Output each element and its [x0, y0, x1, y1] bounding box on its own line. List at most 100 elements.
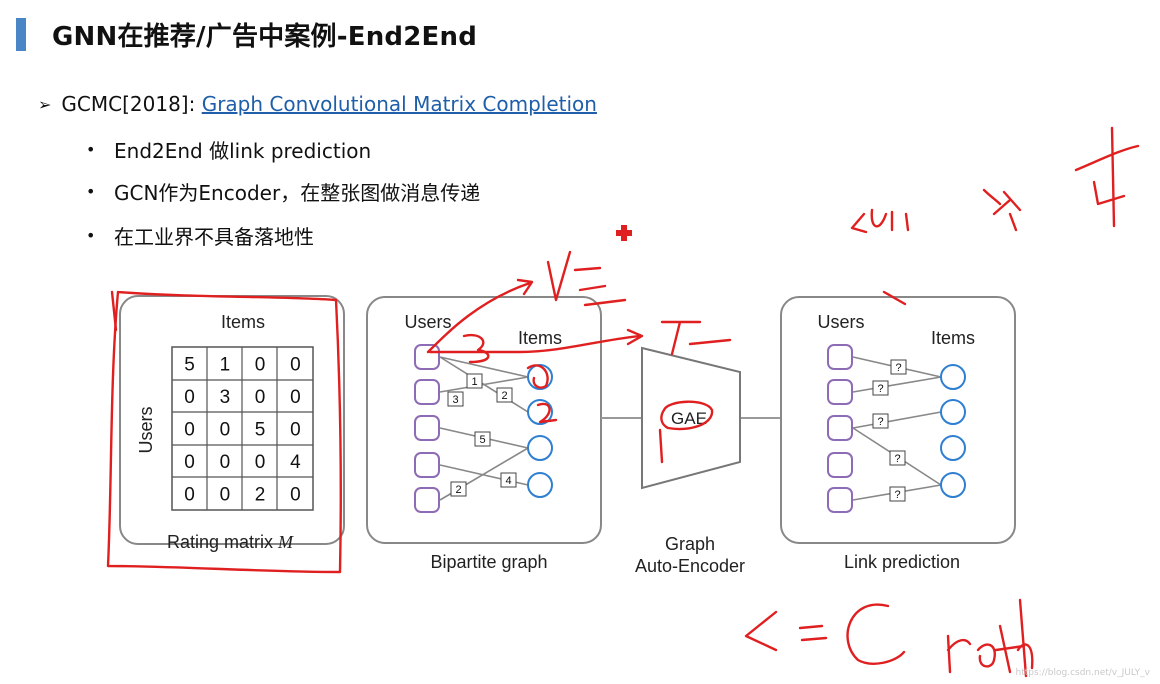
- sub-bullet-text: End2End 做link prediction: [114, 139, 372, 163]
- slide-title: GNN在推荐/广告中案例-End2End: [52, 22, 478, 52]
- link-user-nodes: [827, 344, 853, 513]
- link-users-label: Users: [817, 312, 864, 332]
- link-caption: Link prediction: [844, 552, 960, 572]
- pen-graph-scribble: [946, 598, 1034, 678]
- encoder-trapezoid: [641, 346, 741, 490]
- pen-letter-g: [846, 603, 906, 665]
- bipartite-graph-panel: Users Items 1 3 2 5 4 2: [366, 296, 602, 572]
- matrix-caption: Rating matrix M: [167, 532, 294, 552]
- pen-less-than: [744, 610, 778, 652]
- edge-label: ?: [895, 362, 901, 374]
- main-bullet: ➢ GCMC[2018]: Graph Convolutional Matrix…: [38, 92, 597, 116]
- matrix-cell: 0: [290, 420, 301, 441]
- bullet-dot-icon: •: [86, 140, 96, 159]
- user-node: [414, 379, 440, 405]
- sub-bullet-text: 在工业界不具备落地性: [114, 225, 314, 249]
- title-accent-bar: [16, 18, 26, 51]
- matrix-cell: 0: [184, 485, 195, 506]
- matrix-cell: 0: [220, 452, 231, 473]
- pen-digit-2: [536, 402, 558, 424]
- user-node: [827, 415, 853, 441]
- user-node: [827, 344, 853, 370]
- matrix-items-label: Items: [221, 312, 265, 332]
- link-prediction-panel: Users Items ? ? ? ? ?: [780, 296, 1016, 572]
- encoder-caption-line2: Auto-Encoder: [635, 556, 745, 576]
- user-node: [414, 344, 440, 370]
- arrow-bullet-icon: ➢: [38, 94, 52, 114]
- bipartite-users-label: Users: [404, 312, 451, 332]
- bullet-dot-icon: •: [86, 226, 96, 245]
- pen-cross-scribble: [1074, 126, 1140, 228]
- bipartite-caption: Bipartite graph: [430, 552, 547, 572]
- sub-bullet: • GCN作为Encoder，在整张图做消息传递: [86, 177, 480, 206]
- main-bullet-prefix: GCMC[2018]:: [61, 92, 202, 116]
- sub-bullet: • 在工业界不具备落地性: [86, 221, 314, 250]
- pen-zz-scribble: [660, 320, 732, 356]
- matrix-cell: 0: [184, 387, 195, 408]
- user-node: [414, 452, 440, 478]
- edge-label: ?: [894, 489, 900, 501]
- rating-matrix-grid: [171, 346, 314, 511]
- pen-arrow-right: [428, 328, 644, 354]
- graph-auto-encoder: GAE Graph Auto-Encoder: [635, 346, 745, 576]
- matrix-cell: 2: [255, 485, 266, 506]
- bipartite-item-nodes: [527, 364, 553, 498]
- link-item-nodes: [940, 364, 966, 498]
- edge-label: ?: [877, 383, 883, 395]
- edge-label: 2: [501, 390, 507, 402]
- bullet-dot-icon: •: [86, 182, 96, 201]
- bipartite-user-nodes: [414, 344, 440, 513]
- link-edges: [852, 356, 942, 501]
- matrix-cell: 0: [220, 485, 231, 506]
- edge-label: 1: [471, 376, 477, 388]
- pen-digit-1-circle: [526, 364, 549, 389]
- paper-link[interactable]: Graph Convolutional Matrix Completion: [201, 92, 597, 116]
- edge-label: ?: [877, 416, 883, 428]
- red-cross-marker-icon: [616, 225, 632, 241]
- encoder-inner-label: GAE: [671, 409, 707, 428]
- link-edge-labels: ? ? ? ? ?: [872, 359, 907, 502]
- matrix-cell: 4: [290, 452, 301, 473]
- edge-label: 2: [455, 484, 461, 496]
- pen-lui-scribble: [850, 208, 910, 234]
- link-items-label: Items: [931, 328, 975, 348]
- matrix-cell: 0: [184, 452, 195, 473]
- item-node: [940, 364, 966, 390]
- sub-bullet: • End2End 做link prediction: [86, 135, 371, 164]
- matrix-cell: 5: [184, 354, 195, 375]
- pen-equals: [798, 624, 828, 642]
- matrix-cell: 0: [290, 354, 301, 375]
- pen-annotations: [106, 126, 1140, 678]
- bipartite-panel-frame: [366, 296, 602, 544]
- matrix-cell: 0: [290, 387, 301, 408]
- encoder-caption-line1: Graph: [665, 534, 715, 554]
- item-node: [940, 472, 966, 498]
- bipartite-edge-labels: 1 3 2 5 4 2: [447, 373, 517, 497]
- edge-label: ?: [894, 453, 900, 465]
- item-node: [940, 399, 966, 425]
- edge-label: 5: [479, 434, 485, 446]
- user-node: [414, 415, 440, 441]
- matrix-cell: 0: [220, 420, 231, 441]
- item-node: [527, 472, 553, 498]
- matrix-cell: 0: [255, 354, 266, 375]
- pen-vz-scribble: [546, 250, 627, 307]
- matrix-cell: 0: [255, 452, 266, 473]
- link-panel-frame: [780, 296, 1016, 544]
- pen-digit-3: [462, 333, 490, 364]
- matrix-cell: 0: [255, 387, 266, 408]
- user-node: [827, 487, 853, 513]
- pen-glyph-scribble: [982, 188, 1022, 232]
- matrix-cell: 0: [290, 485, 301, 506]
- matrix-cell: 3: [220, 387, 231, 408]
- user-node: [827, 452, 853, 478]
- item-node: [940, 435, 966, 461]
- user-node: [414, 487, 440, 513]
- bipartite-items-label: Items: [518, 328, 562, 348]
- user-node: [827, 379, 853, 405]
- watermark: https://blog.csdn.net/v_JULY_v: [1015, 668, 1150, 678]
- item-node: [527, 435, 553, 461]
